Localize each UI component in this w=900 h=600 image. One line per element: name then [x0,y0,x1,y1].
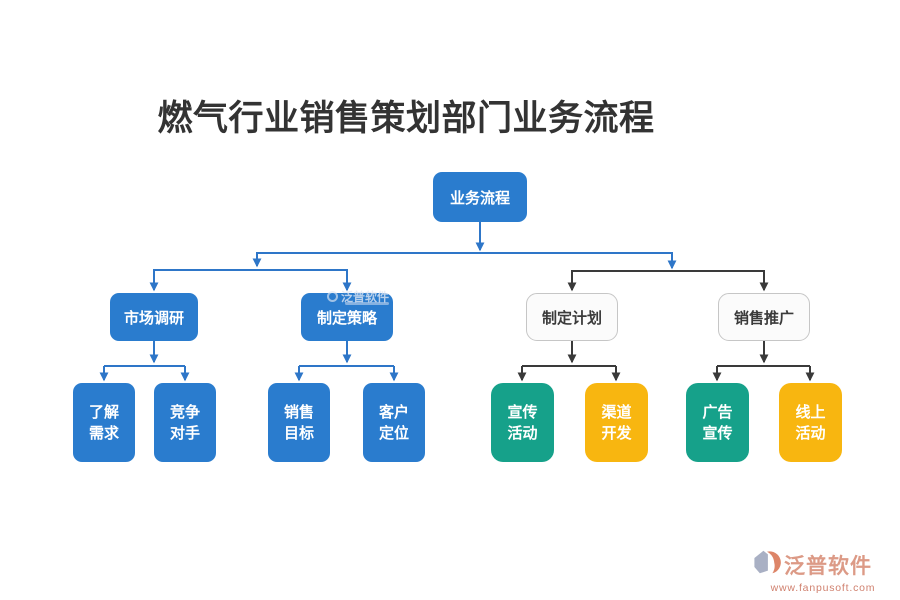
node-understand-needs: 了解 需求 [73,383,135,462]
node-strategy: 制定策略 [301,293,393,341]
node-sales-promotion: 销售推广 [718,293,810,341]
node-competitors: 竞争 对手 [154,383,216,462]
footer-url: www.fanpusoft.com [770,582,876,594]
footer-brand-name: 泛普软件 [784,555,872,578]
node-planning: 制定计划 [526,293,618,341]
fanpu-logo-icon [752,549,782,581]
node-market-research: 市场调研 [110,293,198,341]
node-online-activity: 线上 活动 [779,383,842,462]
node-sales-target: 销售 目标 [268,383,330,462]
node-channel-development: 渠道 开发 [585,383,648,462]
node-customer-positioning: 客户 定位 [363,383,425,462]
footer-logo: 泛普软件 www.fanpusoft.com [752,549,894,594]
node-publicity-campaign: 宣传 活动 [491,383,554,462]
node-business-process: 业务流程 [433,172,527,222]
node-ad-publicity: 广告 宣传 [686,383,749,462]
page-title: 燃气行业销售策划部门业务流程 [157,99,655,138]
